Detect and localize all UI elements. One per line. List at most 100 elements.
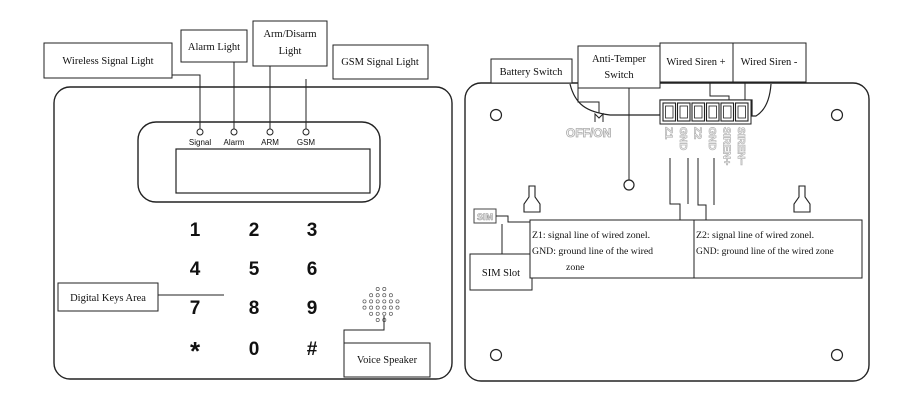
callout-voice-speaker-box: [343, 342, 431, 378]
indicator-signal-label: Signal: [189, 138, 211, 147]
terminal-label: SIREN+: [720, 127, 732, 165]
callout-wireless-signal-box: [43, 42, 173, 79]
key-star[interactable]: *: [190, 336, 201, 366]
note-z2-box: [693, 219, 863, 279]
callout-anti-temper-text-line2: Switch: [604, 70, 634, 81]
speaker-hole-icon: [369, 299, 374, 304]
terminal-screw-inner: [679, 105, 688, 119]
speaker-hole-icon: [388, 293, 393, 298]
speaker-hole-icon: [388, 311, 393, 316]
callout-sim-slot-box: [469, 253, 533, 291]
key-3[interactable]: 3: [307, 220, 318, 241]
terminal-block: [659, 99, 752, 125]
terminal-screw-inner: [737, 105, 746, 119]
speaker-hole-icon: [362, 299, 367, 304]
note-z2-line1: Z2: signal line of wired zonel.: [696, 230, 814, 241]
battery-switch-icon: [594, 112, 604, 122]
speaker-hole-icon: [388, 299, 393, 304]
back-leader-lines: [496, 66, 746, 254]
callout-gsm-text: GSM Signal Light: [341, 57, 419, 68]
callout-arm-text-line1: Arm/Disarm: [263, 29, 316, 40]
terminal-screw-inner: [665, 105, 674, 119]
alarm-led-icon: [230, 128, 238, 136]
indicator-alarm-label: Alarm: [224, 138, 245, 147]
speaker-hole-icon: [369, 305, 374, 310]
terminal-screw-icon: [676, 102, 691, 122]
speaker-hole-icon: [375, 311, 380, 316]
callout-alarm-text: Alarm Light: [188, 42, 240, 53]
callout-voice-speaker-text: Voice Speaker: [357, 355, 418, 366]
key-8[interactable]: 8: [249, 298, 260, 319]
callout-wired-siren-minus-box: [732, 42, 807, 83]
callout-digital-keys-box: [57, 282, 159, 312]
callout-battery-switch-box: [490, 58, 573, 84]
callout-gsm-box: [332, 44, 429, 80]
callout-sim-slot-text: SIM Slot: [482, 268, 520, 279]
gsm-led-icon: [302, 128, 310, 136]
note-z2-line2: GND: ground line of the wired zone: [696, 246, 834, 257]
key-hash[interactable]: #: [307, 339, 318, 360]
callout-battery-switch-text: Battery Switch: [500, 67, 563, 78]
speaker-hole-icon: [382, 293, 387, 298]
callout-alarm-box: [180, 29, 248, 63]
terminal-screw-inner: [708, 105, 717, 119]
terminal-screw-icon: [720, 102, 735, 122]
speaker-hole-icon: [395, 299, 400, 304]
terminal-label: Z2: [691, 127, 703, 139]
callout-arm-box: [252, 20, 328, 67]
leader-wired-siren-plus: [709, 82, 730, 100]
callout-anti-temper-box: [577, 45, 661, 89]
callout-arm-text-line2: Light: [279, 46, 302, 57]
signal-led-icon: [196, 128, 204, 136]
key-0[interactable]: 0: [249, 339, 260, 360]
battery-switch-label: OFF/ON: [566, 126, 611, 140]
keypad: 1 2 3 4 5 6 7 8 9 * 0 #: [190, 220, 318, 366]
screw-hole-icon: [830, 348, 844, 362]
leader-voice-speaker: [343, 316, 385, 343]
speaker-hole-icon: [375, 318, 380, 322]
speaker-hole-icon: [362, 305, 367, 310]
sim-tag-text: SIM: [477, 212, 493, 222]
key-1[interactable]: 1: [190, 220, 201, 241]
key-5[interactable]: 5: [249, 259, 260, 280]
speaker-hole-icon: [375, 305, 380, 310]
key-6[interactable]: 6: [307, 259, 318, 280]
leader-z2: [697, 158, 707, 220]
key-2[interactable]: 2: [249, 220, 260, 241]
terminal-screw-icon: [705, 102, 720, 122]
terminal-screw-icon: [662, 102, 677, 122]
front-panel: Signal Alarm ARM GSM 1 2 3 4 5 6 7 8 9 *…: [43, 20, 453, 380]
leader-z1: [669, 158, 681, 220]
terminal-screw-icon: [734, 102, 749, 122]
key-7[interactable]: 7: [190, 298, 201, 319]
speaker-hole-icon: [382, 287, 387, 291]
terminal-label: GND: [706, 127, 718, 151]
tamper-hole-icon: [623, 179, 635, 191]
arm-led-icon: [266, 128, 274, 136]
indicator-arm-label: ARM: [261, 138, 279, 147]
keyhole-slot-icon: [523, 185, 541, 213]
note-z1-line2: GND: ground line of the wired: [532, 246, 653, 257]
speaker-hole-icon: [369, 293, 374, 298]
callout-wired-siren-minus-text: Wired Siren -: [741, 57, 798, 68]
speaker-hole-icon: [375, 287, 380, 291]
callout-wireless-signal-text: Wireless Signal Light: [62, 56, 153, 67]
note-z1-line1: Z1: signal line of wired zonel.: [532, 230, 650, 241]
screw-hole-icon: [489, 108, 503, 122]
speaker-hole-icon: [382, 305, 387, 310]
key-4[interactable]: 4: [190, 259, 201, 280]
indicator-gsm-label: GSM: [297, 138, 316, 147]
speaker-hole-icon: [375, 299, 380, 304]
note-z1-box: [529, 219, 695, 279]
callout-wired-siren-plus-text: Wired Siren +: [666, 57, 725, 68]
terminal-screw-inner: [723, 105, 732, 119]
callout-digital-keys-text: Digital Keys Area: [70, 293, 146, 304]
lcd-screen: [175, 148, 371, 194]
speaker-grille-icon: [362, 287, 400, 322]
key-9[interactable]: 9: [307, 298, 318, 319]
terminal-label: SIREN−: [735, 127, 747, 165]
speaker-hole-icon: [395, 305, 400, 310]
